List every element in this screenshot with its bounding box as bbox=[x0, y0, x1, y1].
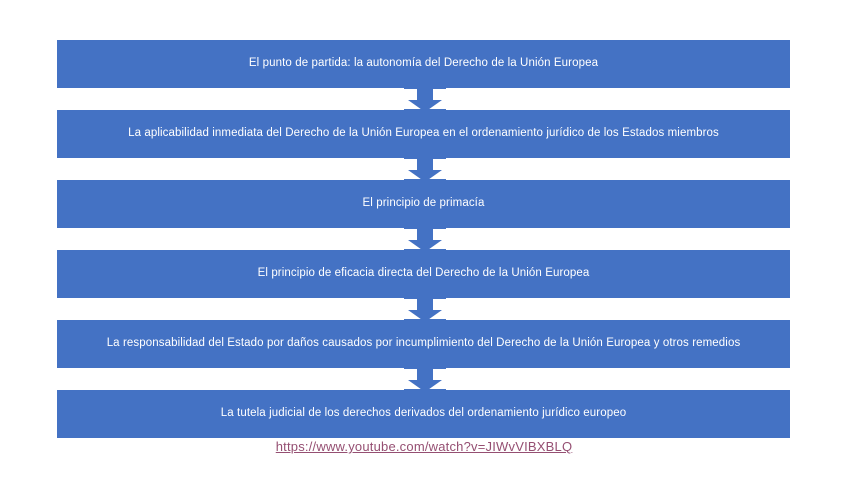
process-step-label: La responsabilidad del Estado por daños … bbox=[106, 337, 741, 350]
process-step-5: La responsabilidad del Estado por daños … bbox=[57, 320, 790, 368]
source-link[interactable]: https://www.youtube.com/watch?v=JIWvVIBX… bbox=[275, 439, 573, 454]
down-arrow-icon bbox=[404, 362, 446, 396]
process-step-label: El principio de primacía bbox=[362, 197, 485, 210]
down-arrow-icon bbox=[404, 82, 446, 116]
process-step-4: El principio de eficacia directa del Der… bbox=[57, 250, 790, 298]
process-step-label: La aplicabilidad inmediata del Derecho d… bbox=[128, 127, 719, 140]
process-step-1: El punto de partida: la autonomía del De… bbox=[57, 40, 790, 88]
down-arrow-icon bbox=[404, 292, 446, 326]
down-arrow-icon bbox=[404, 152, 446, 186]
process-step-label: La tutela judicial de los derechos deriv… bbox=[220, 407, 627, 420]
down-arrow-icon bbox=[404, 222, 446, 256]
process-step-label: El punto de partida: la autonomía del De… bbox=[248, 57, 599, 70]
process-step-3: El principio de primacía bbox=[57, 180, 790, 228]
process-step-2: La aplicabilidad inmediata del Derecho d… bbox=[57, 110, 790, 158]
process-step-label: El principio de eficacia directa del Der… bbox=[257, 267, 590, 280]
process-step-6: La tutela judicial de los derechos deriv… bbox=[57, 390, 790, 438]
source-link-row: https://www.youtube.com/watch?v=JIWvVIBX… bbox=[0, 438, 848, 456]
